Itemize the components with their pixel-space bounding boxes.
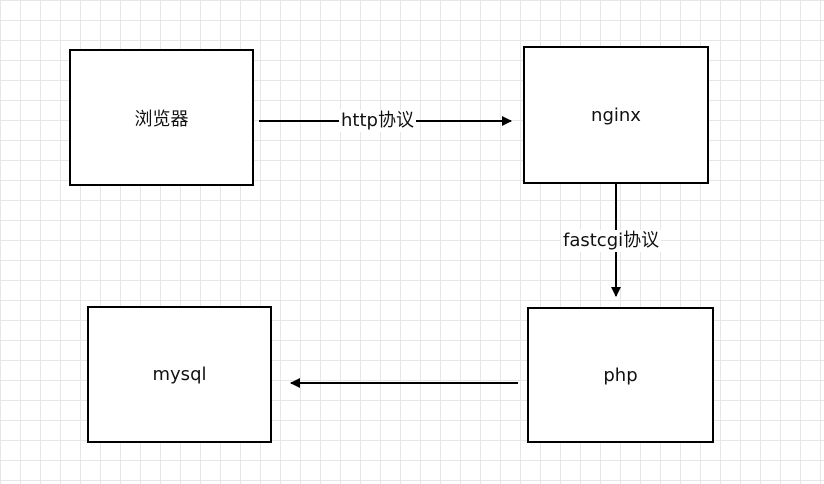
node-browser[interactable]: 浏览器: [69, 49, 254, 186]
edge-label-http: http协议: [339, 110, 416, 132]
node-php-label: php: [603, 364, 638, 386]
node-mysql-label: mysql: [152, 364, 207, 385]
node-nginx-label: nginx: [591, 104, 641, 126]
node-nginx[interactable]: nginx: [523, 46, 709, 184]
node-mysql[interactable]: mysql: [87, 306, 272, 443]
node-php[interactable]: php: [527, 307, 714, 443]
edge-label-fastcgi: fastcgi协议: [561, 230, 662, 252]
node-browser-label: 浏览器: [134, 108, 189, 130]
